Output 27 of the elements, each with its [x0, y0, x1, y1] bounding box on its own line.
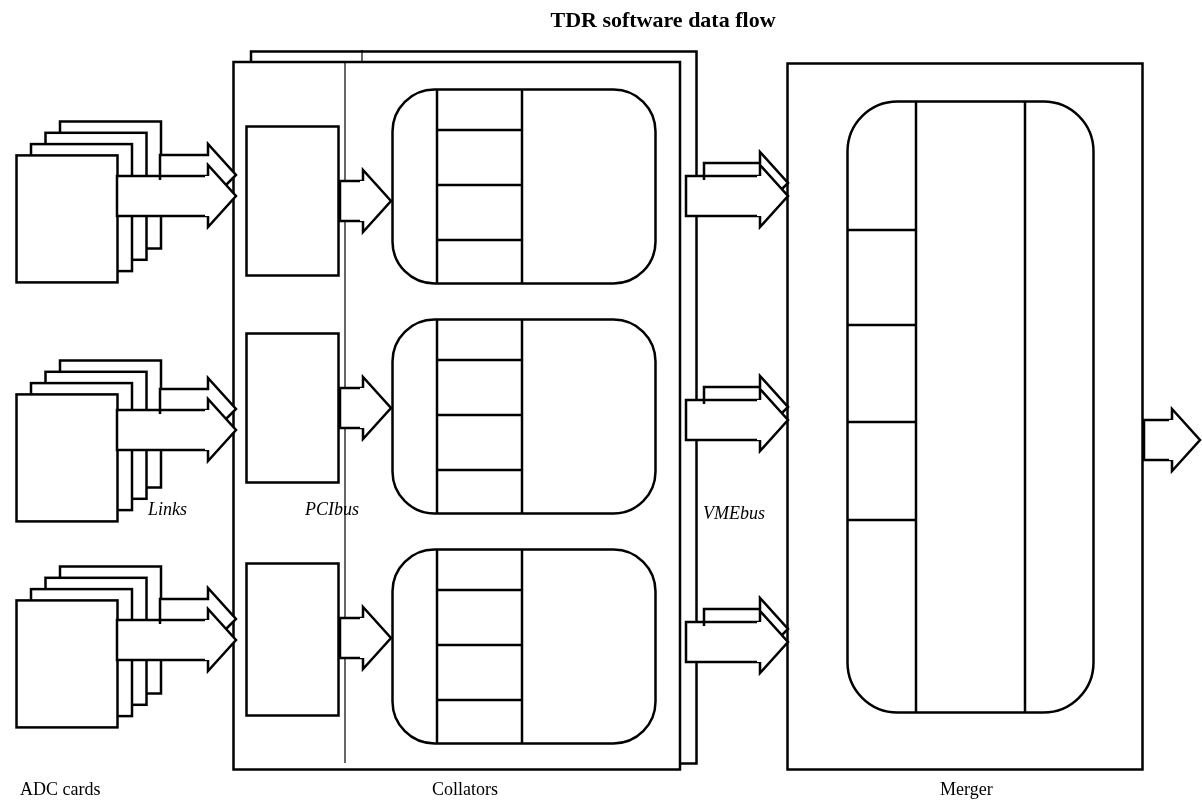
- block-arrow: [684, 372, 790, 453]
- card-stack: [15, 120, 161, 283]
- block-arrow: [338, 605, 393, 671]
- component-label: Merger: [940, 780, 993, 800]
- merger-panel: [786, 62, 1144, 771]
- block-arrow: [684, 594, 790, 675]
- card-stack: [15, 565, 161, 728]
- processor-box: [245, 332, 340, 484]
- block-arrow: [338, 375, 393, 441]
- bus-label: VMEbus: [703, 504, 765, 524]
- block-arrow: [338, 168, 393, 234]
- block-arrow: [1142, 407, 1202, 473]
- board-panel: [232, 50, 698, 771]
- buffer-table: [846, 100, 1095, 714]
- component-label: ADC cards: [20, 780, 101, 800]
- bus-label: Links: [148, 500, 187, 520]
- processor-box: [245, 125, 340, 277]
- block-arrow: [684, 148, 790, 229]
- collator-box: [391, 88, 657, 285]
- block-arrow: [115, 584, 238, 673]
- diagram-title: TDR software data flow: [549, 8, 777, 33]
- block-arrow: [115, 374, 238, 463]
- component-label: Collators: [432, 780, 498, 800]
- collator-box: [391, 318, 657, 515]
- collator-box: [391, 548, 657, 745]
- processor-box: [245, 562, 340, 717]
- block-arrow: [115, 140, 238, 229]
